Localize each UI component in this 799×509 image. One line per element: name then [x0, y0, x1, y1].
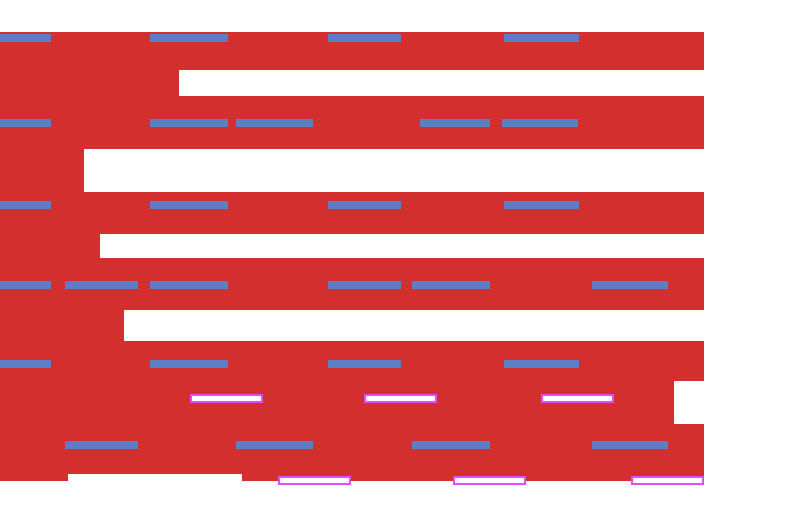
text-bar-r6-c1 [65, 441, 138, 449]
gap-row-2 [84, 149, 704, 192]
text-bar-r2-c3 [236, 119, 313, 127]
text-bar-r3-c1 [0, 201, 51, 209]
text-bar-r4-c5 [412, 281, 490, 289]
text-bar-r1-c1 [0, 34, 51, 42]
text-bar-r6-c3 [412, 441, 490, 449]
gap-right-notch [674, 381, 704, 424]
text-bar-r5-c2 [150, 360, 228, 368]
text-bar-r4-c3 [150, 281, 228, 289]
highlight-box-4[interactable] [278, 476, 351, 485]
highlight-box-5[interactable] [453, 476, 526, 485]
text-bar-r5-c4 [504, 360, 579, 368]
text-bar-r2-c4 [420, 119, 490, 127]
highlight-box-2[interactable] [364, 394, 437, 403]
gap-bottom-notch [68, 474, 242, 509]
text-bar-r4-c6 [592, 281, 668, 289]
highlight-box-3[interactable] [541, 394, 614, 403]
text-bar-r5-c3 [328, 360, 401, 368]
text-bar-r3-c4 [504, 201, 579, 209]
text-bar-r6-c4 [592, 441, 668, 449]
text-bar-r4-c2 [65, 281, 138, 289]
gap-row-4 [124, 310, 704, 341]
highlight-box-1[interactable] [190, 394, 263, 403]
text-bar-r3-c3 [328, 201, 401, 209]
text-bar-r1-c3 [328, 34, 401, 42]
redaction-band-2 [0, 96, 704, 149]
gap-row-1 [179, 70, 704, 96]
text-bar-r6-c2 [236, 441, 313, 449]
text-bar-r4-c4 [328, 281, 401, 289]
text-bar-r2-c1 [0, 119, 51, 127]
gap-row-3 [100, 234, 704, 258]
text-bar-r4-c1 [0, 281, 51, 289]
text-bar-r3-c2 [150, 201, 228, 209]
highlight-box-6[interactable] [631, 476, 704, 485]
text-bar-r1-c4 [504, 34, 579, 42]
text-bar-r5-c1 [0, 360, 51, 368]
text-bar-r2-c5 [502, 119, 578, 127]
text-bar-r1-c2 [150, 34, 228, 42]
text-bar-r2-c2 [150, 119, 228, 127]
